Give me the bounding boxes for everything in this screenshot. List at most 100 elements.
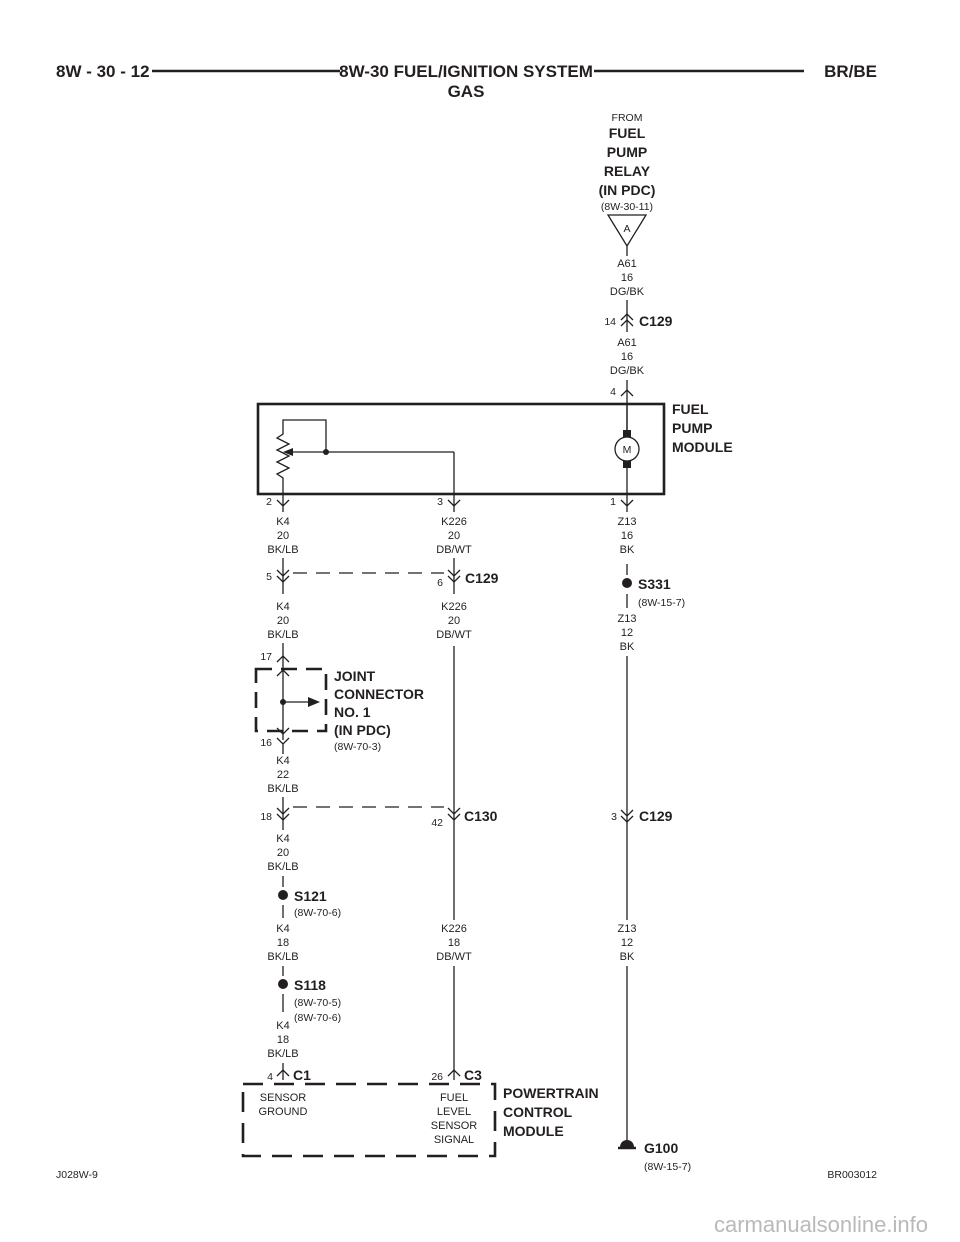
svg-text:LEVEL: LEVEL bbox=[437, 1106, 471, 1118]
connector-fpm-pin3: 3 bbox=[437, 494, 461, 512]
connector-c130: 18 42 C130 bbox=[260, 806, 498, 829]
svg-text:4: 4 bbox=[267, 1071, 273, 1083]
connector-pin-icon bbox=[447, 807, 461, 821]
svg-text:BK/LB: BK/LB bbox=[267, 629, 298, 641]
svg-text:C3: C3 bbox=[464, 1067, 482, 1083]
footer-right-code: BR003012 bbox=[827, 1169, 877, 1181]
wire-label-z13-1: Z13 16 BK bbox=[618, 516, 637, 556]
svg-text:NO. 1: NO. 1 bbox=[334, 704, 371, 720]
svg-text:CONNECTOR: CONNECTOR bbox=[334, 686, 424, 702]
svg-text:(8W-70-3): (8W-70-3) bbox=[334, 741, 381, 753]
svg-text:DB/WT: DB/WT bbox=[436, 544, 472, 556]
wire-label-k4-6: K4 18 BK/LB bbox=[267, 1020, 298, 1060]
wire-label-k4-1: K4 20 BK/LB bbox=[267, 516, 298, 556]
source-fuel-pump-relay: FROM FUEL PUMP RELAY (IN PDC) (8W-30-11)… bbox=[599, 112, 655, 248]
svg-text:BK/LB: BK/LB bbox=[267, 783, 298, 795]
svg-text:POWERTRAIN: POWERTRAIN bbox=[503, 1085, 599, 1101]
svg-text:K226: K226 bbox=[441, 601, 467, 613]
svg-text:C129: C129 bbox=[639, 313, 673, 329]
svg-text:12: 12 bbox=[621, 627, 633, 639]
wire-label-k4-4: K4 20 BK/LB bbox=[267, 833, 298, 873]
svg-text:Z13: Z13 bbox=[618, 516, 637, 528]
wiper-junction bbox=[323, 449, 329, 455]
page-subtitle: GAS bbox=[448, 82, 485, 101]
svg-text:FUEL: FUEL bbox=[440, 1092, 468, 1104]
connector-c1: 4 C1 bbox=[267, 1067, 311, 1083]
svg-text:BK/LB: BK/LB bbox=[267, 951, 298, 963]
pcm-label: POWERTRAIN CONTROL MODULE bbox=[503, 1085, 599, 1139]
connector-c129-pin14: 14 C129 bbox=[604, 313, 672, 329]
connector-pin-icon bbox=[620, 809, 634, 823]
wire-label-k226-3: K226 18 DB/WT bbox=[436, 923, 472, 963]
svg-text:BK: BK bbox=[620, 544, 635, 556]
svg-text:Z13: Z13 bbox=[618, 923, 637, 935]
svg-text:4: 4 bbox=[610, 386, 616, 398]
svg-text:(IN PDC): (IN PDC) bbox=[334, 722, 391, 738]
fpm-label: FUEL PUMP MODULE bbox=[672, 401, 733, 455]
wire-label-k4-3: K4 22 BK/LB bbox=[267, 755, 298, 795]
svg-text:K226: K226 bbox=[441, 923, 467, 935]
svg-text:FUEL: FUEL bbox=[672, 401, 709, 417]
wire-label-k226-2: K226 20 DB/WT bbox=[436, 601, 472, 641]
connector-pin-icon bbox=[447, 569, 461, 583]
svg-text:C129: C129 bbox=[639, 808, 673, 824]
svg-text:2: 2 bbox=[266, 496, 272, 508]
level-sensor-resistor-icon bbox=[275, 419, 327, 494]
splice-dot-icon bbox=[278, 890, 288, 900]
source-from: FROM bbox=[612, 112, 643, 124]
motor-brush-top bbox=[623, 430, 631, 437]
joint-connector-no1: 17 16 bbox=[254, 651, 328, 749]
svg-text:3: 3 bbox=[611, 811, 617, 823]
joint-connector-label: JOINT CONNECTOR NO. 1 (IN PDC) (8W-70-3) bbox=[334, 668, 424, 753]
svg-text:MODULE: MODULE bbox=[672, 439, 733, 455]
connector-c129-pins5-6: 5 6 C129 bbox=[266, 569, 499, 589]
motor-brush-bottom bbox=[623, 461, 631, 468]
svg-text:K4: K4 bbox=[276, 1020, 289, 1032]
connector-fpm-pin1: 1 bbox=[610, 494, 634, 512]
svg-text:22: 22 bbox=[277, 769, 289, 781]
ground-symbol-icon bbox=[620, 1140, 634, 1147]
connector-pin-icon bbox=[620, 389, 634, 397]
svg-text:G100: G100 bbox=[644, 1140, 678, 1156]
svg-text:S331: S331 bbox=[638, 576, 671, 592]
wiper-arrow-icon bbox=[283, 448, 293, 456]
svg-text:S121: S121 bbox=[294, 888, 327, 904]
svg-text:18: 18 bbox=[277, 937, 289, 949]
wire-label-k226-1: K226 20 DB/WT bbox=[436, 516, 472, 556]
source-line1: FUEL bbox=[609, 125, 646, 141]
svg-text:20: 20 bbox=[277, 847, 289, 859]
connector-c129-pin3: 3 C129 bbox=[611, 808, 673, 824]
page-header: 8W - 30 - 12 8W-30 FUEL/IGNITION SYSTEM … bbox=[56, 62, 877, 101]
page-title: 8W-30 FUEL/IGNITION SYSTEM bbox=[339, 62, 593, 81]
svg-text:K4: K4 bbox=[276, 923, 289, 935]
wire-label-k4-5: K4 18 BK/LB bbox=[267, 923, 298, 963]
module-outline bbox=[256, 402, 666, 496]
svg-text:DG/BK: DG/BK bbox=[610, 286, 645, 298]
wire-label-a61-top: A61 16 DG/BK bbox=[610, 258, 645, 298]
svg-text:A61: A61 bbox=[617, 258, 637, 270]
svg-text:CONTROL: CONTROL bbox=[503, 1104, 573, 1120]
page-code: 8W - 30 - 12 bbox=[56, 62, 150, 81]
svg-text:K4: K4 bbox=[276, 601, 289, 613]
svg-text:DB/WT: DB/WT bbox=[436, 951, 472, 963]
wire-label-a61-mid: A61 16 DG/BK bbox=[610, 337, 645, 377]
svg-text:BK/LB: BK/LB bbox=[267, 1048, 298, 1060]
svg-text:BK/LB: BK/LB bbox=[267, 861, 298, 873]
svg-text:DB/WT: DB/WT bbox=[436, 629, 472, 641]
svg-text:SENSOR: SENSOR bbox=[260, 1092, 307, 1104]
svg-text:GROUND: GROUND bbox=[259, 1106, 308, 1118]
connector-pin-icon bbox=[276, 1069, 290, 1077]
model-code: BR/BE bbox=[824, 62, 877, 81]
svg-text:K4: K4 bbox=[276, 833, 289, 845]
splice-s118: S118 (8W-70-5) (8W-70-6) bbox=[278, 977, 341, 1024]
svg-text:SENSOR: SENSOR bbox=[431, 1120, 478, 1132]
svg-text:18: 18 bbox=[260, 811, 272, 823]
wire-label-k4-2: K4 20 BK/LB bbox=[267, 601, 298, 641]
motor-label: M bbox=[623, 444, 632, 456]
powertrain-control-module: SENSOR GROUND FUEL LEVEL SENSOR SIGNAL bbox=[241, 1082, 497, 1158]
svg-text:A61: A61 bbox=[617, 337, 637, 349]
svg-text:BK: BK bbox=[620, 641, 635, 653]
pcm-outline bbox=[241, 1082, 497, 1158]
svg-text:BK: BK bbox=[620, 951, 635, 963]
